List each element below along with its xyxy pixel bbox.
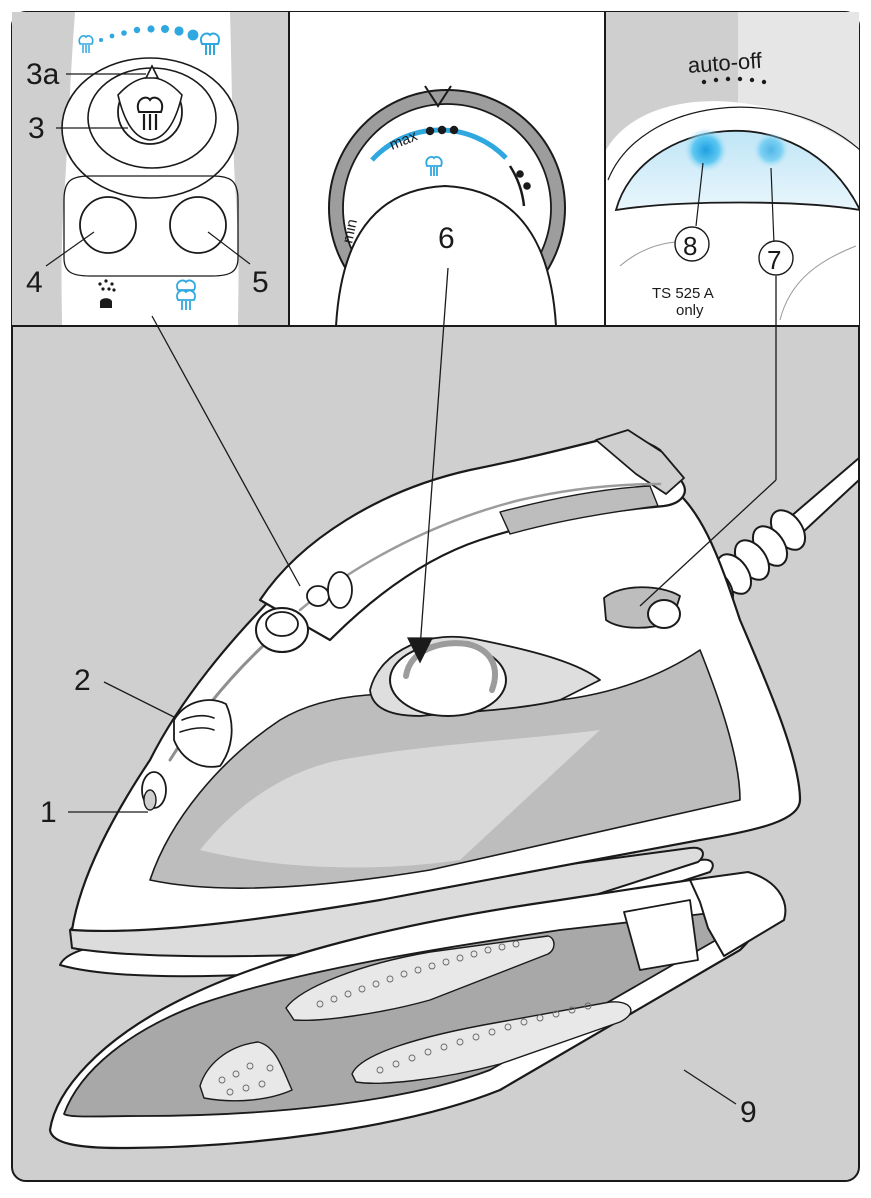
iron-button-spray	[306, 585, 330, 607]
callout-3: 3	[28, 112, 45, 145]
fill-lid	[173, 699, 233, 768]
steam-high-icon	[200, 32, 220, 55]
button-panel-outline	[63, 175, 239, 277]
dial-min-label: min	[339, 218, 361, 245]
led-ready	[753, 132, 789, 168]
tray-support	[689, 871, 787, 957]
indicator-lens	[614, 130, 859, 212]
callout-7-circle	[758, 240, 794, 276]
lens-top-edge	[607, 106, 859, 181]
handle-grip-line	[298, 482, 662, 612]
leader-2	[103, 681, 177, 719]
note-model-line2: only	[676, 302, 704, 319]
handle-body	[334, 184, 558, 326]
callout-8-circle	[674, 226, 710, 262]
panel-steam-controls: 3a 3 4 5	[12, 12, 288, 326]
leader-4	[45, 231, 95, 267]
callout-8: 8	[683, 231, 697, 261]
leader-panel-tl	[151, 315, 301, 587]
callout-5: 5	[252, 266, 269, 299]
callout-4: 4	[26, 266, 43, 299]
callout-3a: 3a	[26, 58, 60, 91]
auto-off-dots	[701, 76, 767, 85]
tray-pad-right	[351, 1001, 632, 1084]
leader-7	[770, 167, 775, 245]
pad-holes	[218, 940, 592, 1096]
leader-9	[683, 1069, 737, 1105]
steam-shot-button	[169, 196, 227, 254]
steam-shot-icon	[176, 279, 196, 310]
steam-low-icon	[78, 35, 94, 53]
tray-pad-top	[285, 935, 555, 1021]
iron-button-shot	[327, 571, 353, 609]
steam-scale-dots	[99, 25, 199, 42]
led-auto-off	[684, 128, 728, 172]
cord-entry	[647, 599, 681, 629]
max-dot-1	[425, 126, 435, 136]
handle-rear-cap	[595, 429, 685, 495]
note-model-line1: TS 525 A	[652, 285, 714, 302]
spray-icon	[98, 279, 116, 308]
steam-knob-icon	[136, 96, 164, 130]
iron-dial-inner	[403, 640, 498, 693]
leader-6	[419, 267, 449, 649]
callout-1: 1	[40, 796, 57, 829]
callout-9: 9	[740, 1096, 757, 1129]
main-leader-lines	[68, 267, 777, 1105]
leader-7-diag	[639, 479, 777, 607]
leader-5	[207, 231, 251, 265]
panel-auto-off: auto-off 8 7 TS 525 A only	[606, 12, 859, 326]
iron-light-area	[200, 730, 600, 868]
tray-pad-left	[199, 1041, 293, 1102]
max-dot-3	[449, 125, 459, 135]
iron-steam-knob-top	[265, 611, 299, 637]
spray-button	[79, 196, 137, 254]
dial-steam-icon	[425, 155, 443, 176]
auto-off-label: auto-off	[687, 48, 764, 78]
mid-dot-1	[516, 170, 524, 178]
callout-2: 2	[74, 664, 91, 697]
dial-temp-arc	[508, 165, 526, 207]
callout-7: 7	[767, 245, 781, 275]
dial-marker-3a	[144, 64, 160, 79]
leader-8	[695, 162, 704, 227]
arrow-6	[406, 637, 434, 664]
mid-dot-2	[523, 182, 531, 190]
max-dot-2	[437, 125, 447, 135]
callout-6: 6	[438, 222, 455, 255]
panel-temperature-dial: max min 6	[290, 12, 604, 326]
handle-gray-inset	[499, 485, 659, 535]
iron-illustration	[48, 429, 860, 1150]
dial-pointer-mark	[424, 85, 452, 108]
